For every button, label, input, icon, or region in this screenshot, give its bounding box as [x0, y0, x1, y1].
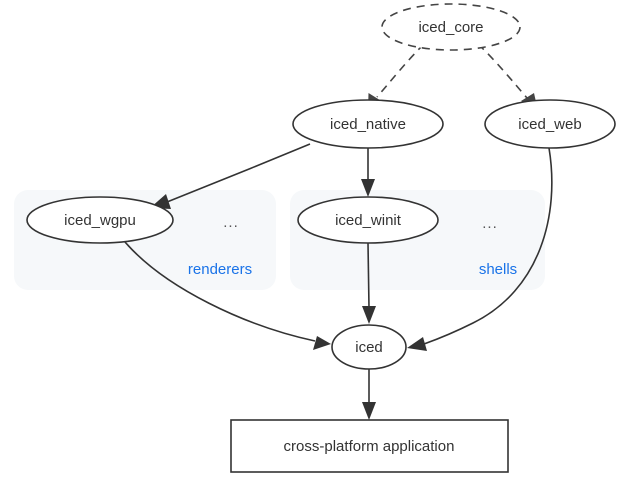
node-iced-wgpu[interactable]: iced_wgpu	[26, 196, 174, 244]
node-iced-shape[interactable]	[331, 324, 407, 370]
shells-ellipsis-marker: ...	[482, 215, 498, 232]
node-iced[interactable]: iced	[331, 324, 407, 370]
node-iced-label: iced	[355, 339, 383, 356]
node-cross-platform-application[interactable]: cross-platform application	[230, 419, 509, 473]
edge-iced-wgpu-to-iced-line	[124, 241, 316, 342]
edge-iced-native-to-iced-wgpu-line	[166, 143, 311, 203]
node-iced-core-label: iced_core	[418, 19, 483, 36]
edge-iced-winit-to-iced-line	[367, 242, 370, 309]
node-iced-wgpu-shape[interactable]	[26, 196, 174, 244]
cluster-shells-label: shells	[479, 261, 517, 278]
edge-iced-winit-to-iced-arrowhead	[362, 306, 376, 324]
cluster-renderers-label: renderers	[188, 261, 252, 278]
node-iced-web-label: iced_web	[518, 116, 581, 133]
edge-iced-core-to-iced-native-line	[376, 43, 425, 98]
edge-iced-core-to-iced-web-line	[477, 43, 528, 99]
edge-iced-web-to-iced-arrowhead	[407, 337, 427, 351]
edge-iced-to-application	[362, 369, 376, 420]
edge-iced-wgpu-to-iced-arrowhead	[313, 336, 331, 350]
node-iced-native[interactable]: iced_native	[292, 99, 444, 149]
edge-iced-native-to-iced-winit	[361, 148, 375, 197]
node-iced-core-shape[interactable]	[381, 3, 521, 51]
node-iced-wgpu-label: iced_wgpu	[64, 212, 136, 229]
node-iced-web-shape[interactable]	[484, 99, 616, 149]
edge-iced-web-to-iced	[407, 147, 553, 351]
node-iced-winit[interactable]: iced_winit	[297, 196, 439, 244]
node-iced-native-shape[interactable]	[292, 99, 444, 149]
node-iced-web[interactable]: iced_web	[484, 99, 616, 149]
edge-iced-to-application-arrowhead	[362, 402, 376, 420]
renderers-ellipsis-marker: ...	[223, 214, 239, 231]
node-iced-winit-label: iced_winit	[335, 212, 402, 229]
edge-iced-web-to-iced-line	[423, 147, 553, 345]
edge-iced-winit-to-iced	[362, 242, 376, 324]
node-cross-platform-application-shape[interactable]	[230, 419, 509, 473]
edge-iced-native-to-iced-winit-arrowhead	[361, 179, 375, 197]
node-iced-core[interactable]: iced_core	[381, 3, 521, 51]
node-iced-winit-shape[interactable]	[297, 196, 439, 244]
node-cross-platform-application-label: cross-platform application	[284, 438, 455, 455]
edge-iced-wgpu-to-iced	[124, 241, 331, 350]
node-iced-native-label: iced_native	[330, 116, 406, 133]
